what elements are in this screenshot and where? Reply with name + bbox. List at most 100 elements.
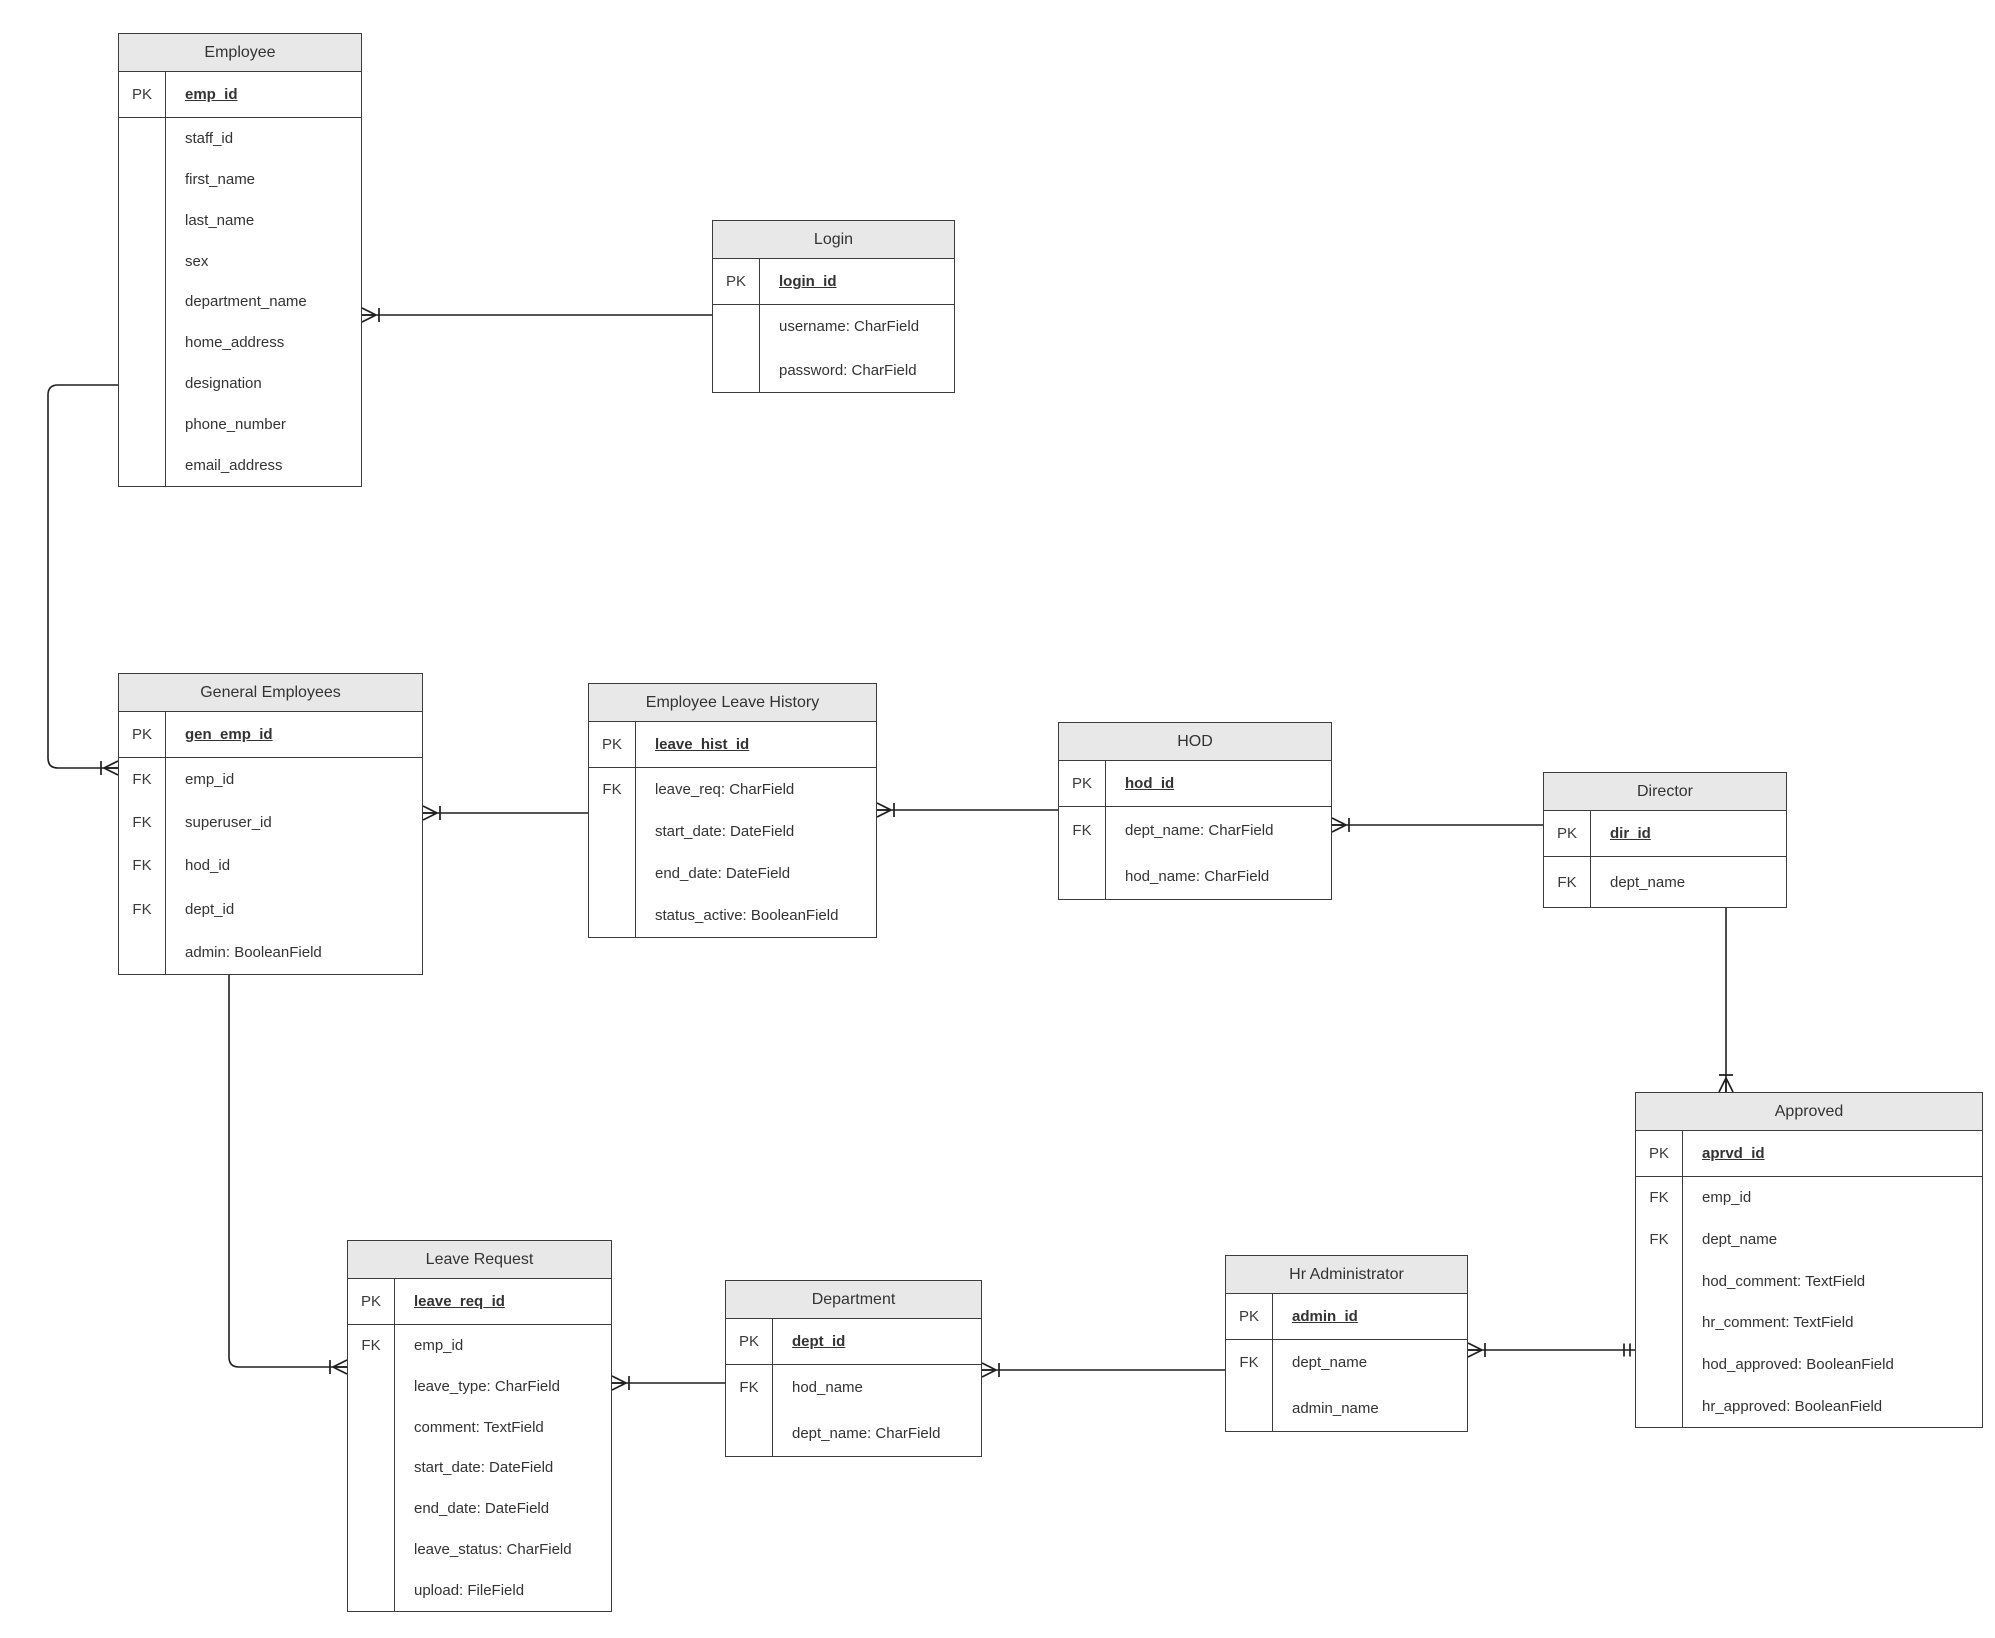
fk-key-label: FK xyxy=(119,887,166,931)
fk-key-label xyxy=(119,322,166,364)
field-name: username: CharField xyxy=(779,318,920,336)
fields-department: FK hod_name dept_name: CharField xyxy=(726,1365,981,1456)
field-name: dept_name xyxy=(1610,873,1686,891)
fk-key-label xyxy=(119,445,166,486)
pk-key-label: PK xyxy=(1544,811,1591,856)
pk-key-label: PK xyxy=(589,722,636,767)
field-name: home_address xyxy=(185,334,285,352)
fk-key-label xyxy=(1226,1385,1273,1431)
fk-key-label xyxy=(119,118,166,159)
field-name: admin: BooleanField xyxy=(185,943,322,961)
pk-field-name: login_id xyxy=(779,273,837,290)
entity-title-leave-request: Leave Request xyxy=(348,1241,611,1279)
fk-key-label xyxy=(1636,1302,1683,1344)
fk-key-label: FK xyxy=(726,1365,773,1411)
fk-key-label: FK xyxy=(589,768,636,811)
field-name: superuser_id xyxy=(185,814,272,832)
pk-field-name: aprvd_id xyxy=(1702,1145,1765,1162)
field-name: emp_id xyxy=(185,771,235,789)
entity-title-hod: HOD xyxy=(1059,723,1331,761)
field-name: end_date: DateField xyxy=(655,865,791,883)
pk-key-label: PK xyxy=(713,259,760,304)
field-name: sex xyxy=(185,252,209,270)
fk-key-label xyxy=(348,1365,395,1407)
field-name: email_address xyxy=(185,457,283,475)
pk-field-name: leave_req_id xyxy=(414,1293,505,1310)
fk-key-label xyxy=(119,404,166,446)
pk-field-name: dir_id xyxy=(1610,825,1651,842)
fk-key-label xyxy=(589,810,636,853)
pk-row-leave-request: PK leave_req_id xyxy=(348,1279,611,1325)
field-name: hod_name xyxy=(792,1379,863,1397)
field-name: leave_type: CharField xyxy=(414,1377,560,1395)
pk-key-label: PK xyxy=(119,712,166,757)
field-name: hod_approved: BooleanField xyxy=(1702,1355,1894,1373)
entity-title-hr-administrator: Hr Administrator xyxy=(1226,1256,1467,1294)
pk-field-name: hod_id xyxy=(1125,775,1175,792)
fk-key-label xyxy=(1636,1385,1683,1427)
fk-key-label: FK xyxy=(119,844,166,888)
fk-key-label xyxy=(713,348,760,392)
pk-key-label: PK xyxy=(1636,1131,1683,1176)
fields-director: FK dept_name xyxy=(1544,857,1786,907)
field-name: staff_id xyxy=(185,129,234,147)
field-name: dept_name: CharField xyxy=(1125,821,1274,839)
field-name: hr_comment: TextField xyxy=(1702,1314,1854,1332)
field-name: emp_id xyxy=(414,1336,464,1354)
entity-title-employee: Employee xyxy=(119,34,361,72)
field-name: dept_name: CharField xyxy=(792,1424,941,1442)
field-name: comment: TextField xyxy=(414,1418,544,1436)
pk-field-name: dept_id xyxy=(792,1333,846,1350)
fk-key-label: FK xyxy=(1636,1218,1683,1261)
relationship-general-employees-to-leave-request xyxy=(228,975,348,1375)
field-name: dept_id xyxy=(185,900,235,918)
field-name: upload: FileField xyxy=(414,1582,525,1600)
pk-field-name: leave_hist_id xyxy=(655,736,750,753)
fk-key-label: FK xyxy=(1226,1340,1273,1386)
entity-title-approved: Approved xyxy=(1636,1093,1982,1131)
fk-key-label: FK xyxy=(1059,807,1106,853)
fk-key-label: FK xyxy=(119,801,166,845)
fk-key-label xyxy=(1636,1343,1683,1386)
pk-row-approved: PK aprvd_id xyxy=(1636,1131,1982,1177)
field-name: emp_id xyxy=(1702,1189,1752,1207)
field-name: start_date: DateField xyxy=(655,822,795,840)
field-name: hod_id xyxy=(185,857,231,875)
fk-key-label xyxy=(119,363,166,405)
entity-title-login: Login xyxy=(713,221,954,259)
field-name: password: CharField xyxy=(779,361,917,379)
pk-key-label: PK xyxy=(348,1279,395,1324)
field-name: end_date: DateField xyxy=(414,1500,550,1518)
fk-key-label xyxy=(348,1529,395,1571)
field-name: last_name xyxy=(185,211,255,229)
fk-key-label: FK xyxy=(1544,857,1591,907)
fk-key-label xyxy=(119,199,166,241)
field-name: hod_comment: TextField xyxy=(1702,1272,1866,1290)
pk-key-label: PK xyxy=(119,72,166,117)
pk-row-employee-leave-history: PK leave_hist_id xyxy=(589,722,876,768)
field-name: dept_name xyxy=(1292,1354,1368,1372)
pk-row-director: PK dir_id xyxy=(1544,811,1786,857)
fields-login: username: CharField password: CharField xyxy=(713,305,954,392)
fields-leave-request: FK emp_id leave_type: CharField comment: Te… xyxy=(348,1325,611,1611)
fk-key-label: FK xyxy=(1636,1177,1683,1219)
pk-row-login: PK login_id xyxy=(713,259,954,305)
field-name: phone_number xyxy=(185,416,286,434)
fk-key-label xyxy=(348,1488,395,1530)
fk-key-label: FK xyxy=(348,1325,395,1366)
pk-field-name: emp_id xyxy=(185,86,238,103)
fk-key-label: FK xyxy=(119,758,166,802)
fk-key-label xyxy=(119,930,166,974)
